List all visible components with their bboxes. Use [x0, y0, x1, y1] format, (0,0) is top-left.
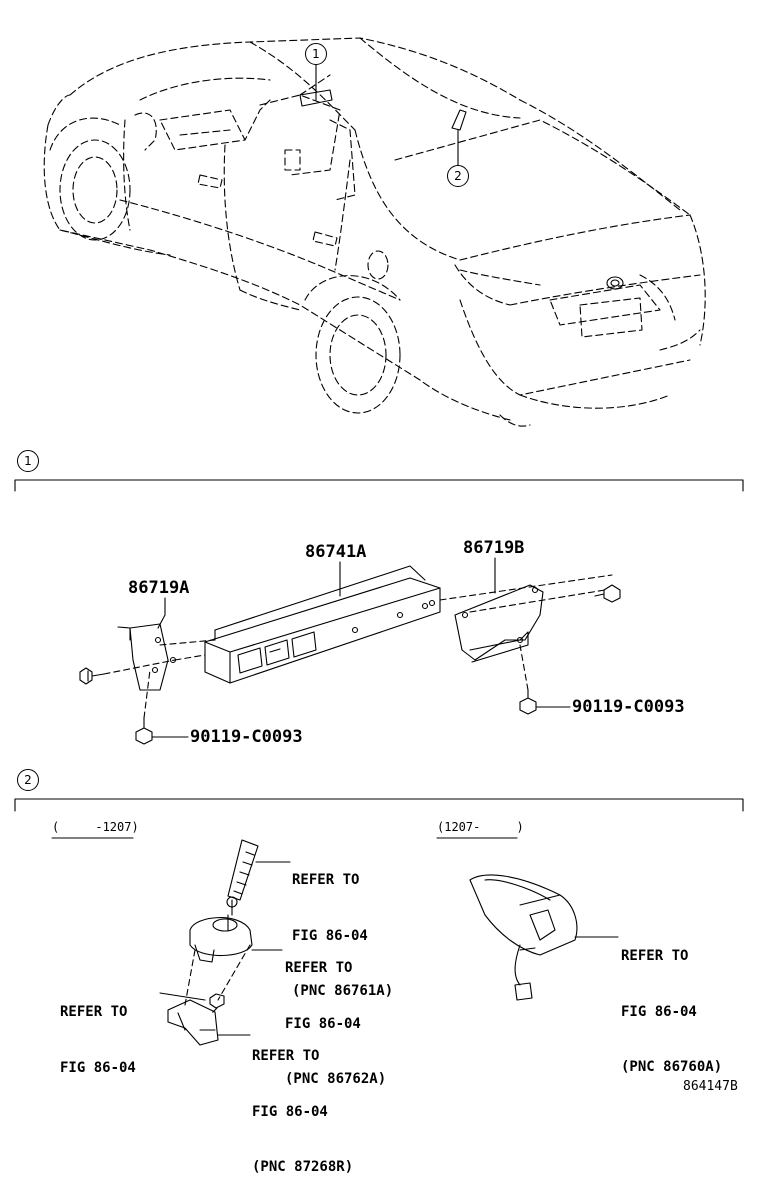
bolt-right-top — [594, 584, 621, 603]
amplifier-location-mark — [299, 89, 333, 107]
car-illustration — [43, 37, 706, 427]
section1-assembly-lines — [103, 574, 613, 719]
callout-2-section: 2 — [17, 769, 39, 791]
leader-ref-nut — [159, 992, 206, 1001]
section2-assembly-lines — [184, 944, 251, 1016]
date-range-left: ( -1207) — [52, 820, 139, 834]
part-number-86719B: 86719B — [463, 538, 525, 558]
ref-base-line1: REFER TO — [285, 960, 353, 976]
bolt-left-bottom — [135, 717, 153, 745]
ref-mast-line2: FIG 86-04 — [292, 927, 368, 944]
antenna-mast-drawing — [227, 839, 259, 916]
emblem-inner — [610, 279, 620, 287]
callout-2-car: 2 — [447, 165, 469, 187]
ref-shark-line2: FIG 86-04 — [621, 1003, 697, 1020]
ref-mast-line3: (PNC 86761A) — [292, 983, 394, 999]
antenna-cord-drawing — [167, 999, 219, 1046]
ref-cord: REFER TO FIG 86-04 (PNC 87268R) — [252, 1010, 353, 1195]
leader-86719A — [157, 597, 166, 629]
antenna-base-drawing — [189, 896, 253, 963]
part-number-bolt-left: 90119-C0093 — [190, 727, 303, 747]
ref-nut-line1: REFER TO — [60, 1004, 128, 1020]
bracket-86719B-drawing — [454, 584, 544, 663]
diagram-canvas — [14, 37, 744, 1046]
amplifier-86741A-drawing — [204, 565, 441, 684]
part-number-86741A: 86741A — [305, 542, 367, 562]
shark-fin-antenna-drawing — [469, 874, 578, 1001]
ref-mast-line1: REFER TO — [292, 872, 360, 888]
ref-nut-line2: FIG 86-04 — [60, 1059, 136, 1076]
ref-base: REFER TO FIG 86-04 (PNC 86762A) — [285, 922, 386, 1107]
figure-id: 864147B — [683, 1079, 738, 1094]
callout-1-section: 1 — [17, 450, 39, 472]
bolt-right-bottom — [519, 689, 537, 715]
bolt-left-side — [79, 667, 105, 685]
section2-divider — [14, 798, 744, 812]
ref-cord-line1: REFER TO — [252, 1048, 320, 1064]
emblem-mark — [606, 276, 624, 290]
ref-shark-line1: REFER TO — [621, 948, 689, 964]
section1-divider — [14, 479, 744, 492]
date-range-right: (1207- ) — [437, 820, 524, 834]
roof-antenna-mark — [451, 109, 467, 131]
callout-1-car: 1 — [305, 43, 327, 65]
bracket-86719A-drawing — [117, 623, 177, 691]
ref-nut: REFER TO FIG 86-04 — [60, 966, 136, 1096]
part-number-86719A: 86719A — [128, 578, 190, 598]
ref-mast: REFER TO FIG 86-04 (PNC 86761A) — [292, 834, 393, 1019]
antenna-nut-drawing — [209, 993, 225, 1009]
ref-base-line3: (PNC 86762A) — [285, 1071, 387, 1087]
ref-base-line2: FIG 86-04 — [285, 1015, 361, 1032]
ref-shark-fin: REFER TO FIG 86-04 (PNC 86760A) — [621, 910, 722, 1095]
ref-shark-line3: (PNC 86760A) — [621, 1059, 723, 1075]
part-number-bolt-right: 90119-C0093 — [572, 697, 685, 717]
ref-cord-line3: (PNC 87268R) — [252, 1159, 354, 1175]
